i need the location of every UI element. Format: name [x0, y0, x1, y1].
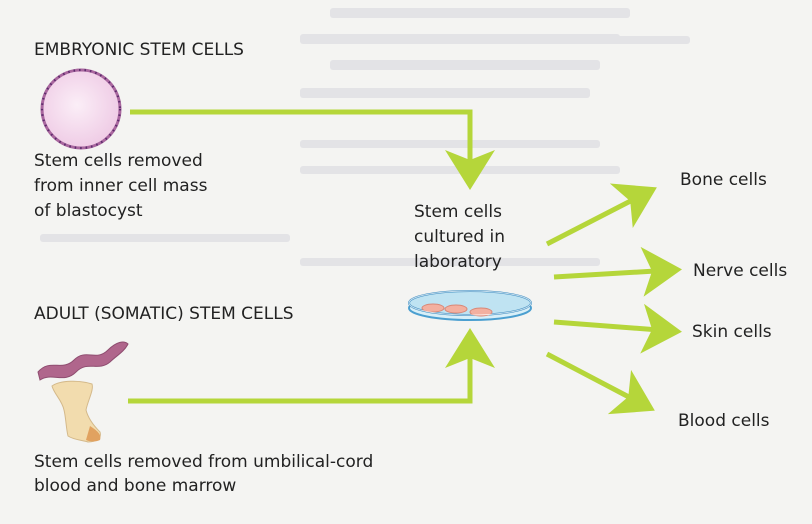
arrow-to-nerve-cells: [553, 246, 682, 297]
adult-caption-line-2: blood and bone marrow: [34, 476, 237, 496]
embryonic-caption-line-2: from inner cell mass: [34, 176, 208, 196]
arrow-to-bone-cells: [545, 183, 657, 247]
blastocyst-icon: [40, 68, 122, 150]
arrow-adult-to-culture: [128, 328, 495, 404]
output-blood-cells: Blood cells: [678, 411, 770, 431]
output-bone-cells: Bone cells: [680, 170, 767, 190]
bone-icon: [51, 380, 101, 443]
arrow-embryonic-to-culture: [130, 109, 495, 190]
petri-dish-icon: [408, 290, 532, 321]
arrow-to-skin-cells: [553, 303, 682, 354]
adult-heading: ADULT (SOMATIC) STEM CELLS: [34, 304, 294, 324]
output-skin-cells: Skin cells: [692, 322, 772, 342]
arrow-to-blood-cells: [545, 351, 655, 415]
adult-caption-line-1: Stem cells removed from umbilical-cord: [34, 452, 374, 472]
culture-caption-line-3: laboratory: [414, 252, 502, 272]
embryonic-heading: EMBRYONIC STEM CELLS: [34, 40, 244, 60]
adult-cell-icon: [37, 341, 129, 381]
embryonic-caption-line-3: of blastocyst: [34, 201, 143, 221]
output-nerve-cells: Nerve cells: [693, 261, 788, 281]
culture-caption-line-1: Stem cells: [414, 202, 502, 222]
culture-caption-line-2: cultured in: [414, 227, 506, 247]
embryonic-caption-line-1: Stem cells removed: [34, 151, 203, 171]
